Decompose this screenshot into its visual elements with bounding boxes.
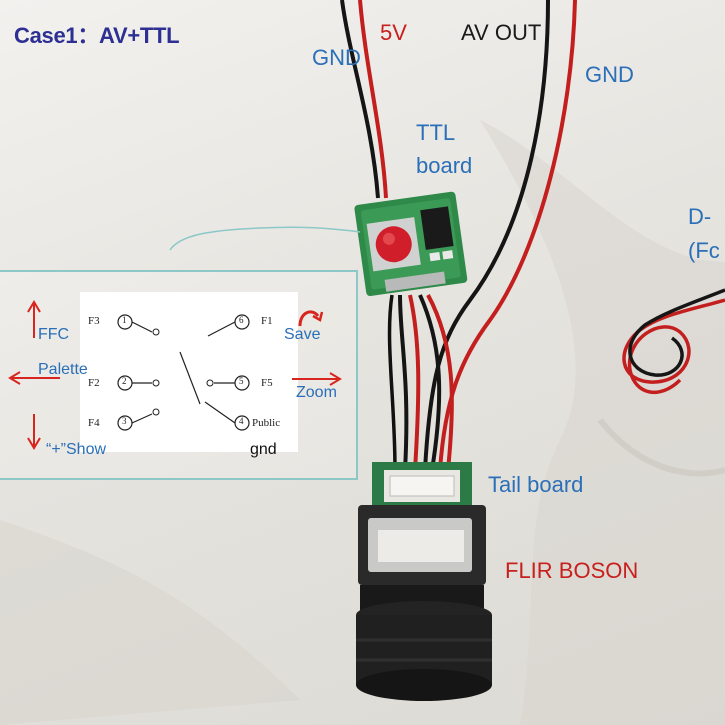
switch-wiring-icon bbox=[117, 314, 250, 431]
contact-3: 3 bbox=[122, 416, 127, 426]
contact-1: 1 bbox=[122, 315, 127, 325]
switch-f2: F2 bbox=[88, 377, 100, 389]
gnd-label: gnd bbox=[250, 441, 277, 458]
flir-boson-label: FLIR BOSON bbox=[505, 558, 639, 583]
contact-5: 5 bbox=[239, 376, 244, 386]
switch-f5: F5 bbox=[261, 377, 273, 389]
show-label: “+”Show bbox=[46, 441, 107, 458]
palette-label: Palette bbox=[38, 361, 88, 378]
contact-2: 2 bbox=[122, 376, 127, 386]
ttl-board-label-line2: board bbox=[416, 153, 473, 178]
5v-label: 5V bbox=[380, 20, 407, 45]
switch-f4: F4 bbox=[88, 417, 100, 429]
switch-diagram: F3 F2 F4 F1 F5 Public 1 2 3 4 5 6 bbox=[80, 292, 298, 452]
switch-f1: F1 bbox=[261, 315, 273, 327]
ffc-label: FFC bbox=[38, 326, 70, 343]
contact-4: 4 bbox=[239, 416, 244, 426]
switch-f3: F3 bbox=[88, 315, 100, 327]
d-label-line2: (Fc bbox=[688, 238, 720, 263]
av-out-label: AV OUT bbox=[461, 20, 542, 45]
gnd-top-label: GND bbox=[312, 45, 361, 70]
d-label-line1: D- bbox=[688, 204, 712, 229]
gnd-right-label: GND bbox=[585, 62, 634, 87]
direction-arrows bbox=[8, 300, 342, 450]
ttl-board-label-line1: TTL bbox=[416, 120, 456, 145]
contact-6: 6 bbox=[239, 315, 244, 325]
case-title: Case1：AV+TTL bbox=[14, 23, 180, 48]
tail-board-label: Tail board bbox=[488, 472, 584, 497]
switch-public: Public bbox=[252, 417, 281, 429]
zoom-label: Zoom bbox=[296, 384, 337, 401]
save-label: Save bbox=[284, 326, 321, 343]
